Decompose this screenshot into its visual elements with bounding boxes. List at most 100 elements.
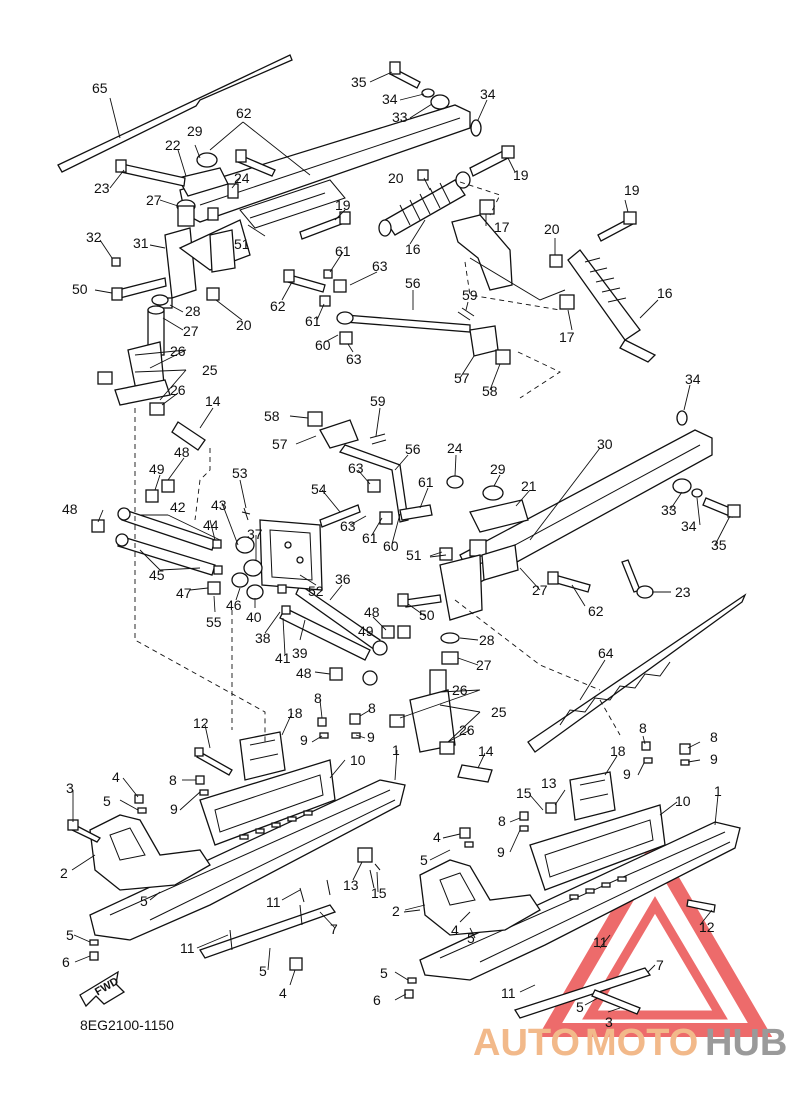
label-43: 43 <box>211 497 227 513</box>
watermark-part-moto: MOTO <box>585 1022 698 1064</box>
watermark-text: AUTO MOTO HUB <box>473 1022 787 1064</box>
label-49: 49 <box>149 461 165 477</box>
label-9: 9 <box>170 801 178 817</box>
label-13: 13 <box>541 775 557 791</box>
label-13: 13 <box>343 877 359 893</box>
label-5: 5 <box>140 893 148 909</box>
label-16: 16 <box>657 285 673 301</box>
label-9: 9 <box>710 751 718 767</box>
label-58: 58 <box>264 408 280 424</box>
label-32: 32 <box>86 229 102 245</box>
label-33: 33 <box>661 502 677 518</box>
lower-spindle-arm <box>439 475 529 621</box>
label-34: 34 <box>382 91 398 107</box>
ski-slots-left <box>239 810 313 840</box>
label-38: 38 <box>255 630 271 646</box>
spacer-14-upper <box>171 421 206 451</box>
label-10: 10 <box>675 793 691 809</box>
label-12: 12 <box>699 919 715 935</box>
label-27: 27 <box>476 657 492 673</box>
label-2: 2 <box>392 903 400 919</box>
label-61: 61 <box>335 243 351 259</box>
label-59: 59 <box>462 287 478 303</box>
upper-linkage <box>319 269 511 365</box>
label-63: 63 <box>348 460 364 476</box>
label-47: 47 <box>176 585 192 601</box>
label-42: 42 <box>170 499 186 515</box>
label-5: 5 <box>66 927 74 943</box>
label-51: 51 <box>234 236 250 252</box>
label-11: 11 <box>266 894 281 910</box>
label-28: 28 <box>185 303 201 319</box>
label-57: 57 <box>272 436 288 452</box>
label-14: 14 <box>205 393 221 409</box>
label-22: 22 <box>165 137 181 153</box>
diagram-code: 8EG2100-1150 <box>80 1017 174 1033</box>
callout-labels: 65 62 35 34 33 34 29 22 23 24 27 20 19 1… <box>60 74 727 1030</box>
watermark-part-auto: AUTO <box>473 1022 580 1064</box>
label-8: 8 <box>368 700 376 716</box>
label-6: 6 <box>373 992 381 1008</box>
label-24: 24 <box>234 170 250 186</box>
label-64: 64 <box>598 645 614 661</box>
label-27: 27 <box>183 323 199 339</box>
label-23: 23 <box>675 584 691 600</box>
lower-control-arms <box>91 479 411 686</box>
label-50: 50 <box>419 607 435 623</box>
label-26: 26 <box>452 682 468 698</box>
leader-lines <box>71 71 731 1013</box>
label-11: 11 <box>501 985 516 1001</box>
label-48: 48 <box>296 665 312 681</box>
label-4: 4 <box>112 769 120 785</box>
label-27: 27 <box>532 582 548 598</box>
upper-right-hardware <box>389 61 482 137</box>
right-lower-bolts <box>397 478 741 608</box>
label-5: 5 <box>467 930 475 946</box>
label-12: 12 <box>193 715 209 731</box>
label-17: 17 <box>559 329 575 345</box>
label-36: 36 <box>335 571 351 587</box>
part-64-bar <box>527 593 747 753</box>
label-41: 41 <box>275 650 291 666</box>
label-3: 3 <box>605 1014 613 1030</box>
label-35: 35 <box>711 537 727 553</box>
label-29: 29 <box>490 461 506 477</box>
label-54: 54 <box>311 481 327 497</box>
label-26: 26 <box>459 722 475 738</box>
label-20: 20 <box>236 317 252 333</box>
label-18: 18 <box>287 705 303 721</box>
label-26: 26 <box>170 382 186 398</box>
label-51: 51 <box>406 547 422 563</box>
label-6: 6 <box>62 954 70 970</box>
label-40: 40 <box>246 609 262 625</box>
label-1: 1 <box>714 783 722 799</box>
label-20: 20 <box>544 221 560 237</box>
lower-linkage <box>307 411 433 525</box>
label-4: 4 <box>451 922 459 938</box>
label-5: 5 <box>420 852 428 868</box>
label-62: 62 <box>236 105 252 121</box>
label-3: 3 <box>66 780 74 796</box>
ski-slots-right <box>569 876 627 900</box>
label-15: 15 <box>516 785 532 801</box>
left-spindle-assembly <box>159 152 251 309</box>
label-45: 45 <box>149 567 165 583</box>
label-7: 7 <box>656 957 664 973</box>
label-1: 1 <box>392 742 400 758</box>
label-55: 55 <box>206 614 222 630</box>
label-8: 8 <box>639 720 647 736</box>
label-24: 24 <box>447 440 463 456</box>
label-61: 61 <box>305 313 321 329</box>
label-20: 20 <box>388 170 404 186</box>
label-8: 8 <box>169 772 177 788</box>
label-61: 61 <box>362 530 378 546</box>
label-10: 10 <box>350 752 366 768</box>
label-16: 16 <box>405 241 421 257</box>
assembly-guide-lines <box>134 181 621 745</box>
label-57: 57 <box>454 370 470 386</box>
label-21: 21 <box>521 478 537 494</box>
right-spindle-lower <box>389 632 493 783</box>
watermark-part-hub: HUB <box>705 1022 787 1064</box>
label-9: 9 <box>497 844 505 860</box>
